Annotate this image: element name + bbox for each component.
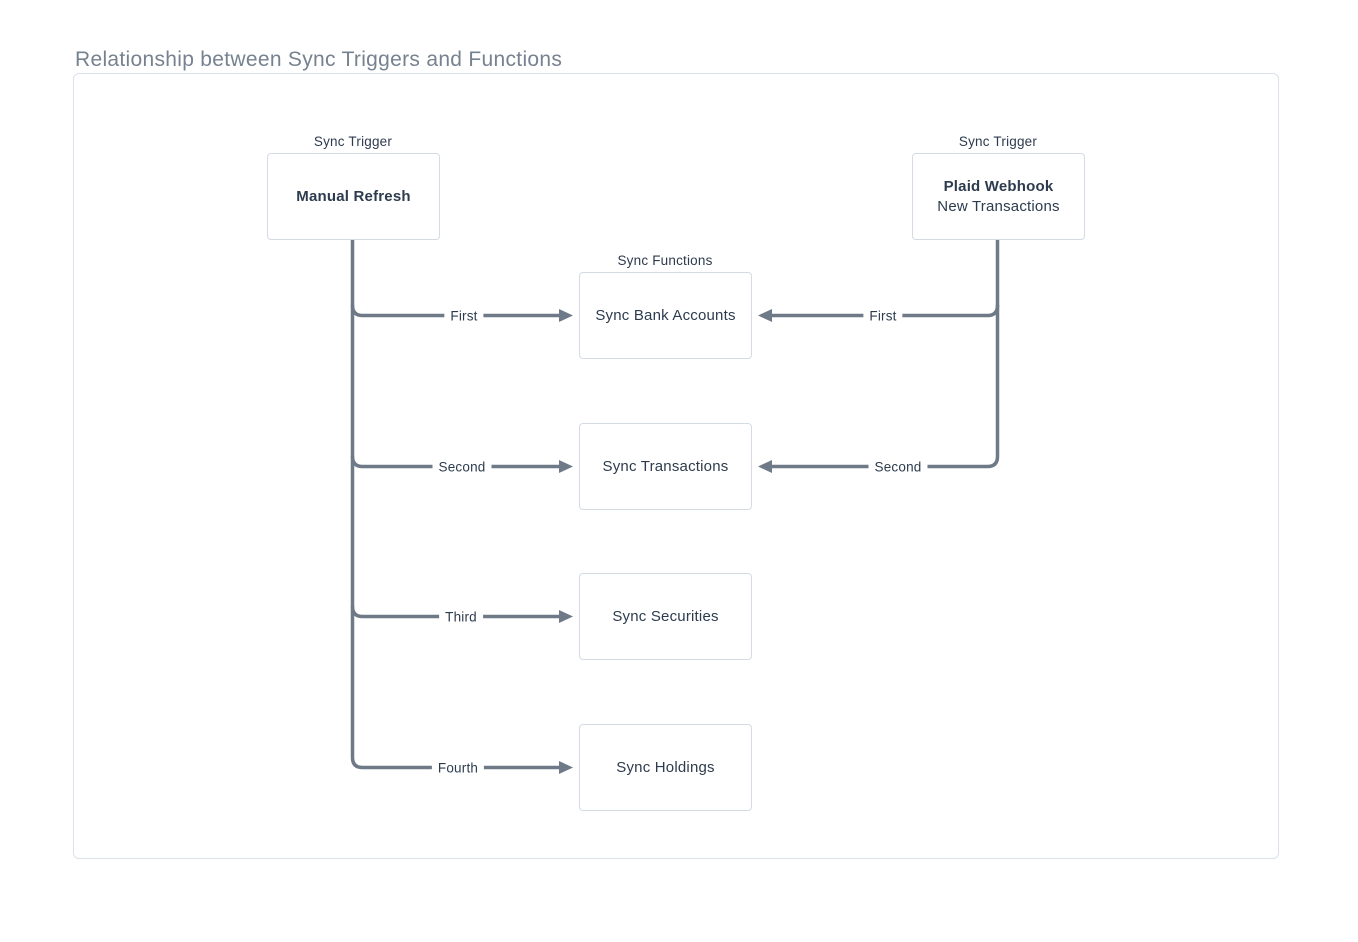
edge-label-manual-third: Third (439, 608, 483, 626)
trigger-box-manual-refresh: Manual Refresh (267, 153, 440, 240)
group-label-sync-functions: Sync Functions (617, 253, 713, 268)
edge-label-manual-first: First (444, 307, 484, 325)
group-label-sync-trigger-right: Sync Trigger (958, 134, 1038, 149)
function-box-sync-transactions: Sync Transactions (579, 423, 752, 510)
edge-label-manual-fourth: Fourth (431, 759, 485, 777)
trigger-subtitle: New Transactions (937, 198, 1060, 215)
function-label: Sync Securities (612, 608, 719, 625)
diagram-title: Relationship between Sync Triggers and F… (75, 48, 563, 71)
edge-label-plaid-first: First (863, 307, 903, 325)
trigger-title: Plaid Webhook (943, 178, 1054, 195)
function-label: Sync Bank Accounts (595, 307, 736, 324)
function-label: Sync Holdings (616, 759, 715, 776)
group-label-sync-trigger-left: Sync Trigger (313, 134, 393, 149)
function-label: Sync Transactions (602, 458, 729, 475)
function-box-sync-securities: Sync Securities (579, 573, 752, 660)
trigger-box-plaid-webhook: Plaid Webhook New Transactions (912, 153, 1085, 240)
edge-label-plaid-second: Second (868, 458, 928, 476)
function-box-sync-bank-accounts: Sync Bank Accounts (579, 272, 752, 359)
trigger-title: Manual Refresh (296, 188, 411, 205)
edge-label-manual-second: Second (432, 458, 492, 476)
function-box-sync-holdings: Sync Holdings (579, 724, 752, 811)
